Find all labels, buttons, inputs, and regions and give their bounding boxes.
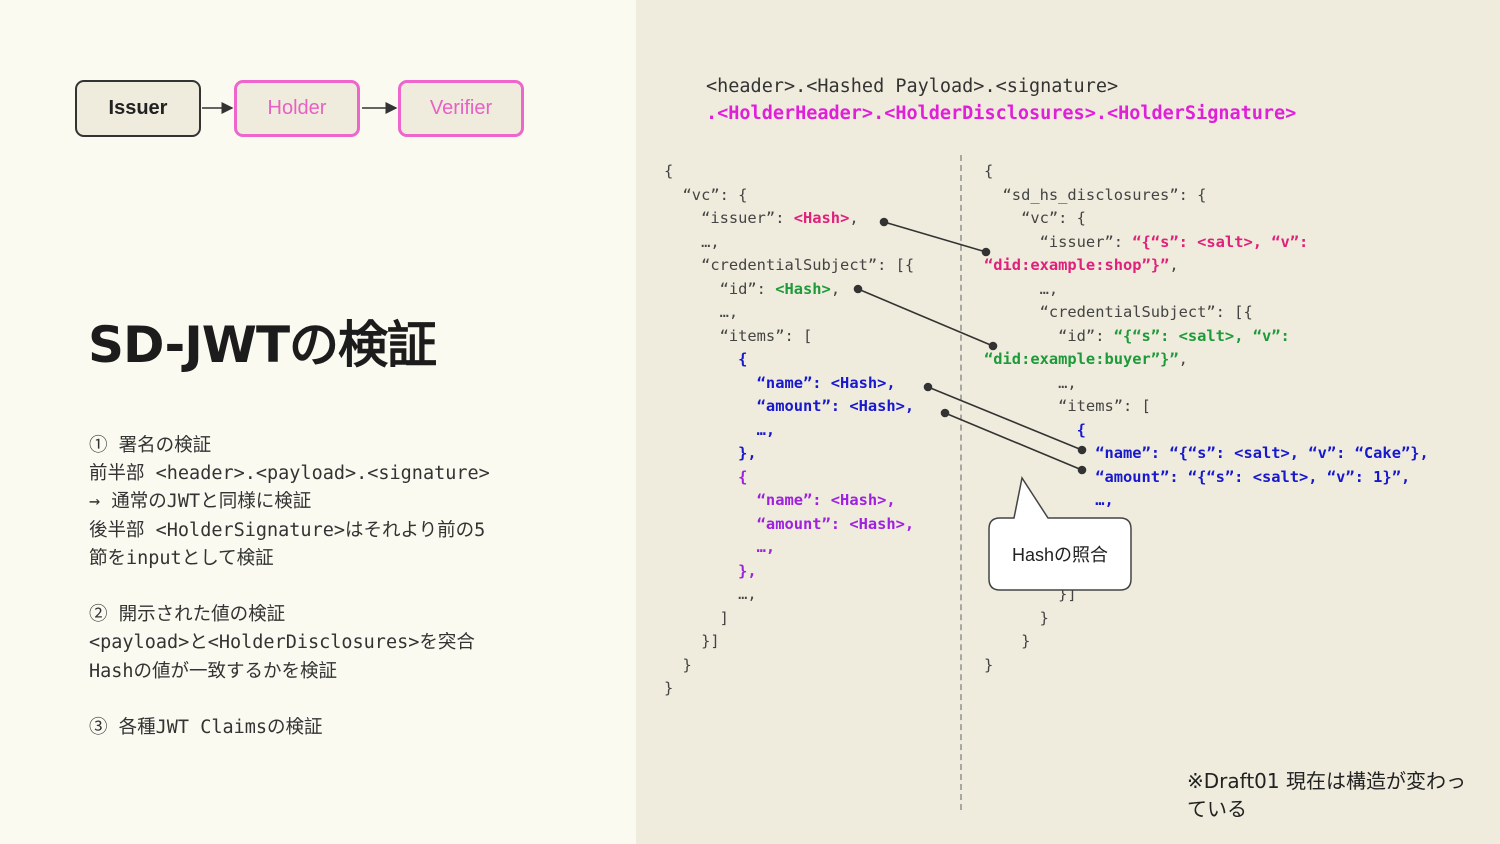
code-line: …, [984,280,1059,298]
name-hash-2: “name”: <Hash>, [664,491,896,509]
dashed-divider [960,155,962,810]
code-line: …, [664,421,776,439]
left-pane [0,0,636,844]
code-line: } [984,632,1031,650]
name-disclosure: “name”: “{“s”: <salt>, “v”: “Cake”}, [984,444,1429,462]
code-line: }, [664,562,757,580]
step2-heading: ② 開示された値の検証 [89,604,286,626]
code-line: “vc”: { [984,209,1086,227]
code-line: …, [984,491,1114,509]
jwt-format-line1: <header>.<Hashed Payload>.<signature> [706,76,1119,97]
issuer-disclosure: “{“s”: <salt>, “v”: [1132,233,1309,251]
code-line: { [984,162,994,180]
verification-steps: ① 署名の検証 前半部 <header>.<payload>.<signatur… [89,432,629,742]
step2-line: <payload>と<HolderDisclosures>を突合 [89,632,475,654]
code-line: “id”: <Hash>, [664,280,841,298]
holder-label: Holder [267,97,327,119]
step1-line: 後半部 <HolderSignature>はそれより前の5 [89,519,486,541]
issuer-box: Issuer [75,80,201,137]
code-line: “items”: [ [664,327,813,345]
step1-line: → 通常のJWTと同様に検証 [89,491,312,513]
code-line: …, [984,374,1077,392]
callout-label: Hashの照合 [1011,545,1109,565]
flow-arrows [202,102,398,114]
code-line: “sd_hs_disclosures”: { [984,186,1207,204]
code-line: } [664,679,674,697]
amount-hash-2: “amount”: <Hash>, [664,515,915,533]
code-line: }, [664,444,757,462]
id-disclosure: “{“s”: <salt>, “v”: [1113,327,1290,345]
slide-title: SD-JWTの検証 [88,316,437,374]
verifier-label: Verifier [429,97,493,119]
code-line: } [664,656,692,674]
code-line: “credentialSubject”: [{ [984,303,1253,321]
holder-box: Holder [234,80,360,137]
code-line: “issuer”: “{“s”: <salt>, “v”: [984,233,1309,251]
step1-heading: ① 署名の検証 [89,435,212,456]
step3-heading: ③ 各種JWT Claimsの検証 [89,716,323,738]
code-line: { [984,421,1086,439]
code-line: { [664,350,748,368]
code-line: …, [664,538,776,556]
code-line: “did:example:buyer”}”, [984,350,1188,368]
name-hash-1: “name”: <Hash>, [664,374,896,392]
code-line: “vc”: { [664,186,748,204]
hashed-payload-code: { “vc”: { “issuer”: <Hash>, …, “credenti… [664,0,954,844]
code-line: …, [664,303,739,321]
issuer-label: Issuer [108,97,168,119]
code-line: } [984,609,1049,627]
footnote: ※Draft01 現在は構造が変わっている [1187,769,1466,821]
code-line: { [664,468,748,486]
issuer-hash: <Hash> [793,209,850,227]
amount-disclosure: “amount”: “{“s”: <salt>, “v”: 1}”, [984,468,1411,486]
verifier-box: Verifier [398,80,524,137]
id-hash: <Hash> [775,280,831,298]
code-line: “id”: “{“s”: <salt>, “v”: [984,327,1290,345]
code-line: “credentialSubject”: [{ [664,256,915,274]
amount-hash-1: “amount”: <Hash>, [664,397,915,415]
jwt-format-line2: .<HolderHeader>.<HolderDisclosures>.<Hol… [706,103,1297,124]
code-line: “items”: [ [984,397,1151,415]
step2-line: Hashの値が一致するかを検証 [89,660,338,682]
step1-line: 節をinputとして検証 [89,547,274,569]
code-line: }] [664,632,720,650]
disclosures-code: { “sd_hs_disclosures”: { “vc”: { “issuer… [984,0,1484,844]
code-line: ] [664,609,729,627]
code-line: …, [664,585,757,603]
code-line: “issuer”: <Hash>, [664,209,859,227]
code-line: “did:example:shop”}”, [984,256,1179,274]
code-line: { [664,162,674,180]
code-line: } [984,656,994,674]
code-line: …, [664,233,720,251]
step1-line: 前半部 <header>.<payload>.<signature> [89,463,490,485]
